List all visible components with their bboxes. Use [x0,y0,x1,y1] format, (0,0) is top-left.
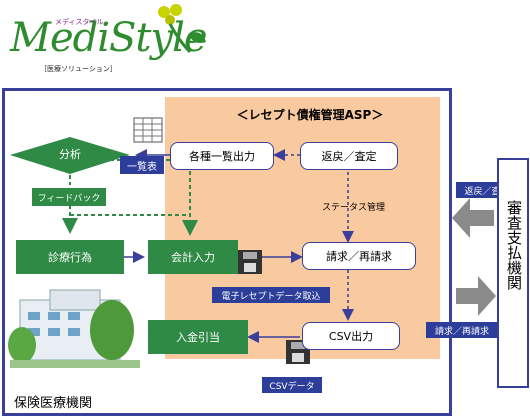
bunseki-label: 分析 [59,148,81,161]
ichiran-out-box: 各種一覧出力 [170,142,274,170]
csv-data-label: CSVデータ [262,377,322,393]
seikyu-box: 請求／再請求 [302,242,416,270]
ext-out-label: 請求／再請求 [426,322,498,338]
logo-wordmark: MediStyle [10,15,208,61]
csv-out-box: CSV出力 [302,322,400,350]
logo-subtitle: ［医療ソリューション］ [40,65,117,73]
floppy-disk-icon-1 [238,250,262,274]
shinryo-box: 診療行為 [16,240,124,274]
feedback-box: フィードバック [32,188,106,206]
shinsa-frame [497,158,529,388]
shinsa-label: 審査支払機関 [505,200,523,290]
ichiranhyo-label: 一覧表 [120,156,164,174]
kaikei-box: 会計入力 [148,240,238,274]
leaf-logo-icon [158,4,206,54]
bunseki-diamond [10,137,130,174]
arrow-to-shinsa [456,276,496,316]
asp-title: ＜レセプト債権管理ASP＞ [236,108,384,122]
status-label: ステータス管理 [322,203,386,213]
spreadsheet-icon [133,117,163,143]
hospital-building-icon [8,289,140,368]
arrow-from-shinsa [452,198,494,238]
nyukin-box: 入金引当 [148,320,248,354]
hospital-label: 保険医療機関 [14,396,93,411]
henrei-box: 返戻／査定 [300,142,398,170]
logo-kana: メディスタイル [55,18,104,26]
denshi-label: 電子レセプトデータ取込 [212,287,330,303]
